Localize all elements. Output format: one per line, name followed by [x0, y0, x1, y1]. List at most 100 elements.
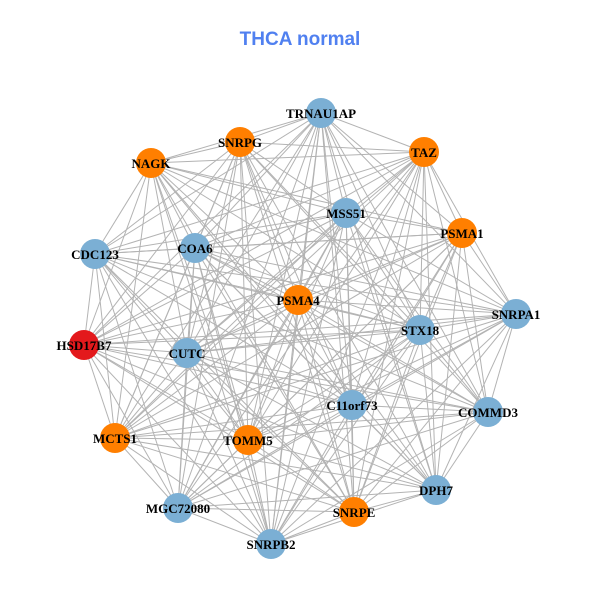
node-circle — [447, 218, 477, 248]
edge-C11orf73-TOMM5 — [247, 404, 353, 441]
edge-TOMM5-MGC72080 — [177, 439, 249, 509]
node-circle — [180, 233, 210, 263]
edge-MSS51-TOMM5 — [247, 212, 347, 441]
edge-CDC123-SNRPB2 — [94, 253, 272, 545]
edge-SNRPA1-SNRPE — [353, 313, 517, 513]
node-SNRPA1: SNRPA1 — [492, 299, 540, 329]
edge-MCTS1-MGC72080 — [114, 437, 179, 509]
edge-CUTC-COMMD3 — [186, 352, 489, 413]
edge-PSMA1-SNRPA1 — [461, 232, 517, 315]
edge-TOMM5-SNRPB2 — [247, 439, 272, 545]
edge-TRNAU1AP-SNRPA1 — [320, 112, 517, 315]
edge-STX18-COMMD3 — [419, 329, 489, 413]
node-circle — [233, 425, 263, 455]
node-circle — [283, 285, 313, 315]
edge-PSMA1-CUTC — [186, 232, 463, 354]
node-label: C11orf73 — [326, 398, 378, 413]
node-circle — [100, 423, 130, 453]
node-CDC123: CDC123 — [71, 239, 119, 269]
node-circle — [172, 338, 202, 368]
node-circle — [405, 315, 435, 345]
edge-TRNAU1AP-TAZ — [320, 112, 425, 153]
node-SNRPG: SNRPG — [218, 127, 262, 157]
node-MSS51: MSS51 — [326, 198, 366, 228]
node-label: SNRPG — [218, 135, 262, 150]
edge-STX18-MCTS1 — [114, 329, 421, 439]
edge-TRNAU1AP-TOMM5 — [247, 112, 322, 441]
node-circle — [409, 137, 439, 167]
edge-STX18-C11orf73 — [351, 329, 421, 406]
node-MCTS1: MCTS1 — [93, 423, 137, 453]
edge-MSS51-CUTC — [186, 212, 347, 354]
node-TAZ: TAZ — [409, 137, 439, 167]
edge-SNRPG-TOMM5 — [239, 141, 249, 441]
edge-SNRPA1-STX18 — [419, 313, 517, 331]
edge-HSD17B7-TOMM5 — [83, 344, 249, 441]
node-label: MGC72080 — [146, 501, 210, 516]
edge-HSD17B7-COMMD3 — [83, 344, 489, 413]
edge-TAZ-MSS51 — [345, 151, 425, 214]
edge-COMMD3-TOMM5 — [247, 411, 489, 441]
node-label: COA6 — [177, 241, 213, 256]
edge-PSMA1-PSMA4 — [297, 232, 463, 301]
node-label: SNRPB2 — [246, 537, 295, 552]
edge-HSD17B7-CUTC — [83, 344, 188, 354]
edge-COMMD3-MGC72080 — [177, 411, 489, 509]
edge-PSMA4-COMMD3 — [297, 299, 489, 413]
node-label: TAZ — [411, 145, 437, 160]
node-label: COMMD3 — [458, 405, 518, 420]
edge-MSS51-CDC123 — [94, 212, 347, 255]
edge-TAZ-TOMM5 — [247, 151, 425, 441]
edge-CDC123-COMMD3 — [94, 253, 489, 413]
edge-HSD17B7-C11orf73 — [83, 344, 353, 406]
edge-STX18-TOMM5 — [247, 329, 421, 441]
edge-C11orf73-MGC72080 — [177, 404, 353, 509]
node-NAGK: NAGK — [132, 148, 171, 178]
edge-CUTC-DPH7 — [186, 352, 437, 491]
edge-TRNAU1AP-COMMD3 — [320, 112, 489, 413]
edge-PSMA1-DPH7 — [435, 232, 463, 491]
node-label: STX18 — [401, 323, 440, 338]
edges-layer — [83, 112, 517, 545]
edge-PSMA4-CUTC — [186, 299, 299, 354]
node-HSD17B7: HSD17B7 — [57, 330, 112, 360]
edge-PSMA1-COA6 — [194, 232, 463, 249]
node-TOMM5: TOMM5 — [223, 425, 273, 455]
node-STX18: STX18 — [401, 315, 440, 345]
node-label: MSS51 — [326, 206, 366, 221]
edge-TRNAU1AP-HSD17B7 — [83, 112, 322, 346]
edge-TAZ-HSD17B7 — [83, 151, 425, 346]
edge-STX18-HSD17B7 — [83, 329, 421, 346]
edge-COA6-HSD17B7 — [83, 247, 196, 346]
edge-TRNAU1AP-DPH7 — [320, 112, 437, 491]
node-SNRPB2: SNRPB2 — [246, 529, 296, 559]
edge-SNRPA1-DPH7 — [435, 313, 517, 491]
edge-SNRPG-MGC72080 — [177, 141, 241, 509]
edge-PSMA4-SNRPA1 — [297, 299, 517, 315]
node-SNRPE: SNRPE — [333, 497, 375, 527]
edge-PSMA1-SNRPE — [353, 232, 463, 513]
node-label: HSD17B7 — [57, 338, 112, 353]
edge-CUTC-SNRPB2 — [186, 352, 272, 545]
edge-MGC72080-SNRPB2 — [177, 507, 272, 545]
edge-COA6-SNRPE — [194, 247, 355, 513]
edge-MSS51-STX18 — [345, 212, 421, 331]
edge-CDC123-STX18 — [94, 253, 421, 331]
edge-STX18-MGC72080 — [177, 329, 421, 509]
edge-DPH7-MGC72080 — [177, 489, 437, 509]
edge-CUTC-TOMM5 — [186, 352, 249, 441]
edge-CDC123-COA6 — [94, 247, 196, 255]
node-CUTC: CUTC — [169, 338, 205, 368]
edge-TOMM5-DPH7 — [247, 439, 437, 491]
node-label: PSMA1 — [440, 226, 483, 241]
node-DPH7: DPH7 — [419, 475, 453, 505]
node-circle — [501, 299, 531, 329]
edge-TRNAU1AP-PSMA1 — [320, 112, 463, 234]
edge-MSS51-PSMA1 — [345, 212, 463, 234]
node-label: DPH7 — [419, 483, 453, 498]
edge-TAZ-CDC123 — [94, 151, 425, 255]
node-circle — [225, 127, 255, 157]
edge-MCTS1-DPH7 — [114, 437, 437, 491]
node-label: TRNAU1AP — [286, 106, 356, 121]
